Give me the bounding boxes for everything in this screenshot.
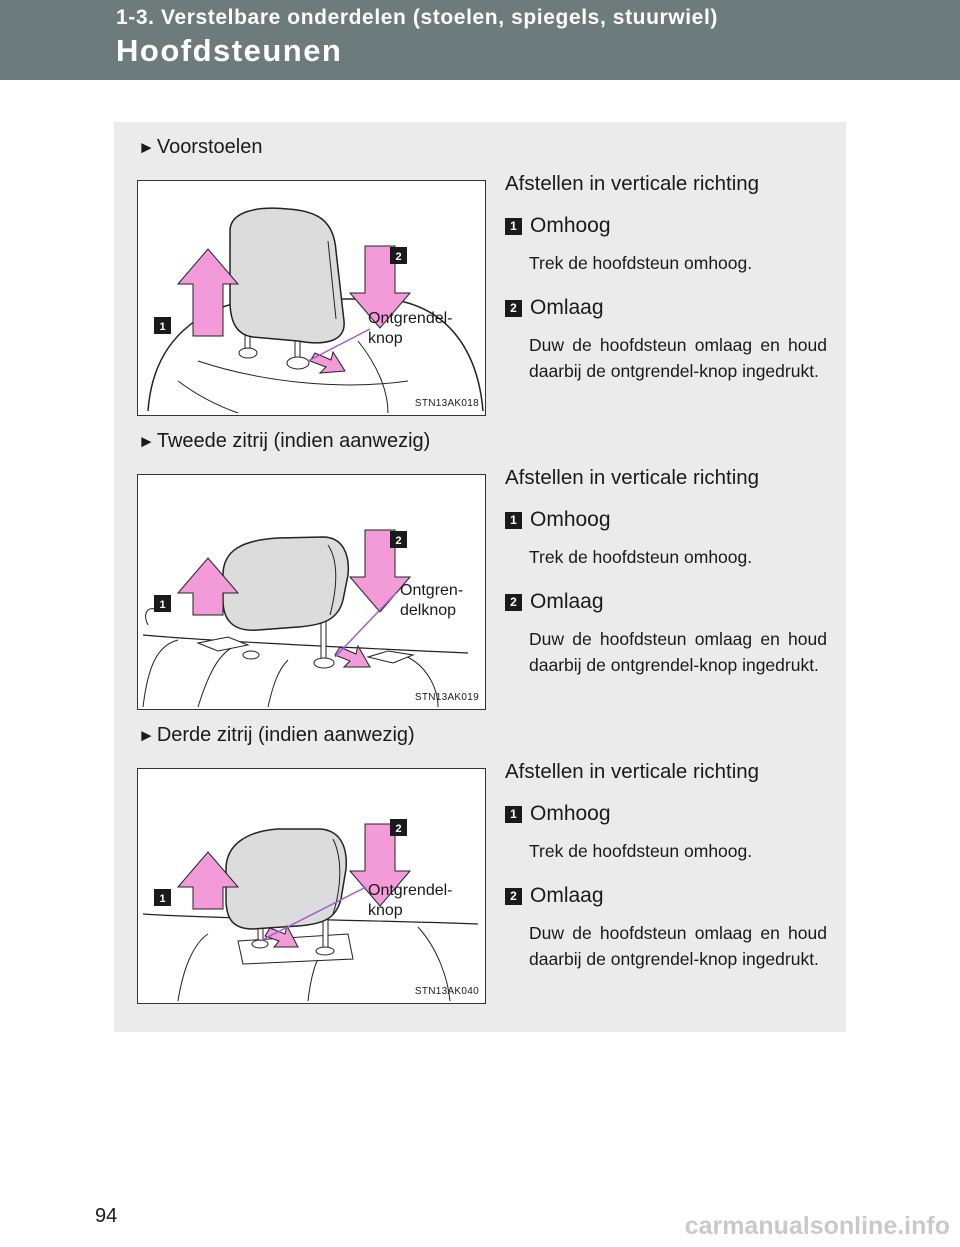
content-panel: ►Voorstoelen [114, 122, 846, 1032]
section-third-row: ►Derde zitrij (indien aanwezig) [114, 710, 846, 1006]
headrest-illustration: 1 2 [142, 819, 479, 1002]
figure-code: STN13AK040 [414, 986, 479, 997]
headrest-figure: 1 2 Ontgren- delknop STN13AK019 [137, 474, 486, 710]
badge-2-icon [390, 247, 407, 264]
up-arrow-icon [176, 851, 240, 910]
press-arrow-icon [309, 350, 346, 374]
up-arrow-icon [176, 557, 240, 616]
headrest-figure: 1 2 Ontgrendel- knop STN13AK018 [137, 180, 486, 416]
headrest-shape [225, 828, 347, 930]
step-description: Trek de hoofdsteun omhoog. [529, 547, 753, 567]
pointer-line [334, 592, 397, 658]
svg-text:2: 2 [395, 535, 401, 547]
step-label: Omlaag [530, 296, 604, 319]
step-label: Omlaag [530, 884, 604, 907]
headrest-illustration: 1 2 [142, 529, 469, 708]
step-number-badge: 1 [505, 805, 522, 823]
step-down: 2 Omlaag [505, 884, 827, 908]
step-label: Omhoog [530, 802, 611, 825]
headrest-illustration: 1 2 [147, 207, 484, 414]
step-label: Omlaag [530, 590, 604, 613]
step-up: 1 Omhoog [505, 508, 827, 532]
step-label: Omhoog [530, 214, 611, 237]
watermark: carmanualsonline.info [684, 1212, 950, 1240]
adjust-heading: Afstellen in verticale richting [505, 760, 760, 783]
section-second-row: ►Tweede zitrij (indien aanwezig) [114, 416, 846, 712]
triangle-bullet-icon: ► [138, 726, 155, 745]
release-button-label: Ontgrendel- knop [368, 882, 453, 919]
svg-text:1: 1 [159, 893, 165, 905]
page-number: 94 [95, 1205, 118, 1227]
badge-2-icon [390, 531, 407, 548]
page-title: Hoofdsteunen [116, 33, 343, 68]
step-description: Trek de hoofdsteun omhoog. [529, 841, 753, 861]
pointer-line [259, 886, 367, 942]
section-front-seats: ►Voorstoelen [114, 122, 846, 418]
step-down: 2 Omlaag [505, 590, 827, 614]
adjust-heading: Afstellen in verticale richting [505, 172, 760, 195]
step-description: Duw de hoofdsteun omlaag en houd daarbij… [529, 335, 827, 381]
svg-text:2: 2 [395, 251, 401, 263]
step-description: Duw de hoofdsteun omlaag en houd daarbij… [529, 629, 827, 675]
release-button-label: Ontgren- delknop [400, 582, 464, 619]
headrest-figure: 1 2 Ontgrendel- knop STN13AK040 [137, 768, 486, 1004]
triangle-bullet-icon: ► [138, 432, 155, 451]
section-heading: ►Tweede zitrij (indien aanwezig) [138, 430, 431, 452]
headrest-shape [229, 207, 345, 344]
section-heading: ►Derde zitrij (indien aanwezig) [138, 724, 415, 746]
adjust-heading: Afstellen in verticale richting [505, 466, 760, 489]
figure-code: STN13AK019 [414, 692, 479, 703]
headrest-shape [222, 536, 350, 631]
step-up: 1 Omhoog [505, 802, 827, 826]
release-button-label: Ontgrendel- knop [368, 310, 453, 347]
up-arrow-icon [176, 248, 240, 337]
step-down: 2 Omlaag [505, 296, 827, 320]
step-number-badge: 2 [505, 299, 522, 317]
badge-1-icon [154, 595, 171, 612]
svg-text:1: 1 [159, 599, 165, 611]
step-label: Omhoog [530, 508, 611, 531]
step-number-badge: 1 [505, 217, 522, 235]
step-number-badge: 1 [505, 511, 522, 529]
chapter-title: 1-3. Verstelbare onderdelen (stoelen, sp… [116, 6, 718, 29]
badge-2-icon [390, 819, 407, 836]
section-heading: ►Voorstoelen [138, 136, 263, 158]
pointer-line [307, 328, 371, 362]
step-description: Trek de hoofdsteun omhoog. [529, 253, 753, 273]
step-number-badge: 2 [505, 593, 522, 611]
svg-text:1: 1 [159, 321, 165, 333]
figure-code: STN13AK018 [414, 398, 479, 409]
press-arrow-icon [334, 644, 371, 668]
step-up: 1 Omhoog [505, 214, 827, 238]
triangle-bullet-icon: ► [138, 138, 155, 157]
step-description: Duw de hoofdsteun omlaag en houd daarbij… [529, 923, 827, 969]
step-number-badge: 2 [505, 887, 522, 905]
page-header: 1-3. Verstelbare onderdelen (stoelen, sp… [0, 0, 960, 80]
badge-1-icon [154, 889, 171, 906]
svg-text:2: 2 [395, 823, 401, 835]
badge-1-icon [154, 317, 171, 334]
